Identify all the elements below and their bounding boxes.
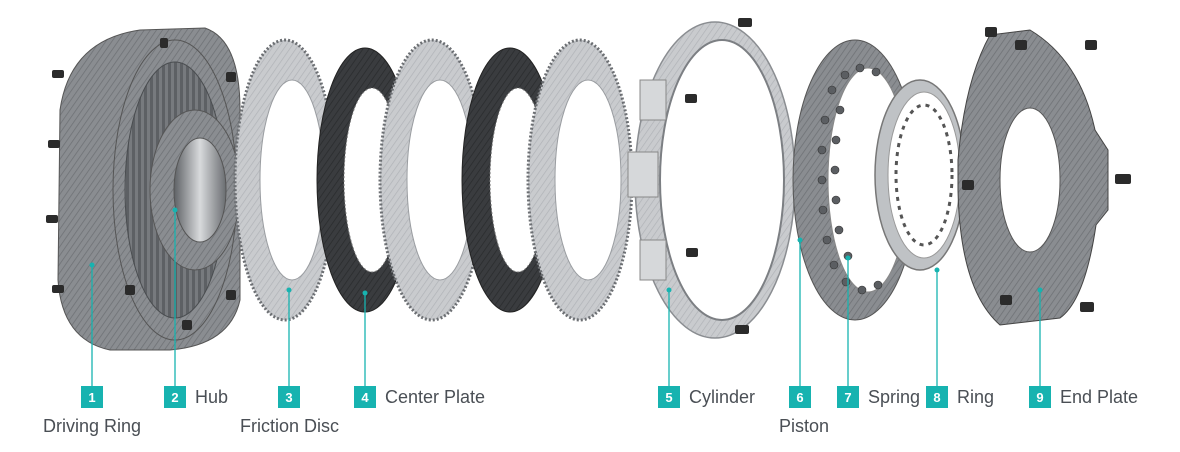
part-label-end-plate: End Plate [1060, 386, 1139, 407]
callout-driving-ring: 1 [81, 386, 103, 408]
part-number-badge: 8 [926, 386, 948, 408]
leader-dot-5 [666, 287, 672, 293]
part-label-driving-ring: Driving Ring [43, 416, 142, 436]
part-number-badge: 3 [278, 386, 300, 408]
leader-dot-3 [286, 287, 292, 293]
hub-part [149, 109, 241, 271]
part-number-badge: 2 [164, 386, 186, 408]
leader-dot-9 [1037, 287, 1043, 293]
friction-disc-part [233, 38, 337, 322]
part-number-badge: 5 [658, 386, 680, 408]
callout-hub: 2 Hub [164, 386, 228, 408]
leader-dot-7 [845, 255, 851, 261]
leader-lines [89, 207, 1043, 386]
leader-dot-2 [172, 207, 178, 213]
callout-center-plate: 4 Center Plate [354, 386, 485, 408]
callout-cylinder: 5 Cylinder [658, 386, 755, 408]
part-number-badge: 1 [81, 386, 103, 408]
part-label-ring: Ring [957, 386, 995, 407]
leader-dot-4 [362, 290, 368, 296]
friction-disc-part-3 [526, 38, 634, 322]
leader-dot-8 [934, 267, 940, 273]
part-label-friction-disc: Friction Disc [240, 416, 340, 436]
end-plate-part [957, 27, 1131, 326]
part-label-hub: Hub [195, 386, 229, 407]
callout-spring: 7 Spring [837, 386, 920, 408]
friction-disc-part-2 [378, 38, 486, 322]
callout-ring: 8 Ring [926, 386, 994, 408]
part-number-badge: 9 [1029, 386, 1051, 408]
callout-end-plate: 9 End Plate [1029, 386, 1138, 408]
part-number-badge: 4 [354, 386, 376, 408]
part-label-center-plate: Center Plate [385, 386, 486, 407]
callout-piston: 6 [789, 386, 811, 408]
callout-friction-disc: 3 [278, 386, 300, 408]
cylinder-part [627, 18, 796, 339]
ring-part [874, 79, 966, 271]
part-label-spring: Spring [868, 386, 921, 407]
part-label-piston: Piston [779, 416, 830, 436]
part-number-badge: 7 [837, 386, 859, 408]
leader-dot-1 [89, 262, 95, 268]
part-number-badge: 6 [789, 386, 811, 408]
leader-dot-6 [797, 237, 803, 243]
part-label-cylinder: Cylinder [689, 386, 756, 407]
